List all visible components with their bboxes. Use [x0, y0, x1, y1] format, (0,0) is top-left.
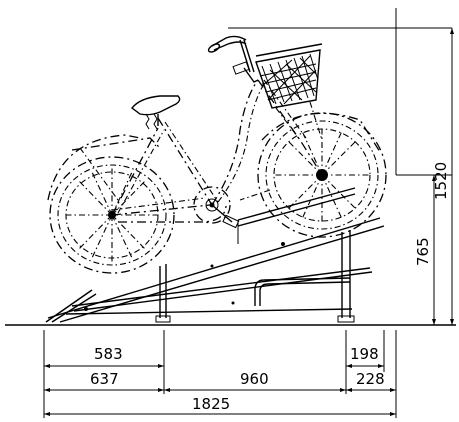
basket [255, 43, 323, 141]
dim-1825: 1825 [192, 395, 230, 413]
dim-583: 583 [94, 345, 123, 363]
bicycle-outline [47, 35, 387, 274]
dim-1520: 1520 [432, 162, 450, 200]
saddle [131, 95, 181, 116]
dimension-lines [43, 8, 454, 418]
dim-228: 228 [356, 370, 385, 388]
dim-198: 198 [350, 345, 379, 363]
dim-637: 637 [90, 370, 119, 388]
dim-960: 960 [240, 370, 269, 388]
dim-765: 765 [414, 237, 432, 266]
rack-structure [45, 187, 385, 323]
